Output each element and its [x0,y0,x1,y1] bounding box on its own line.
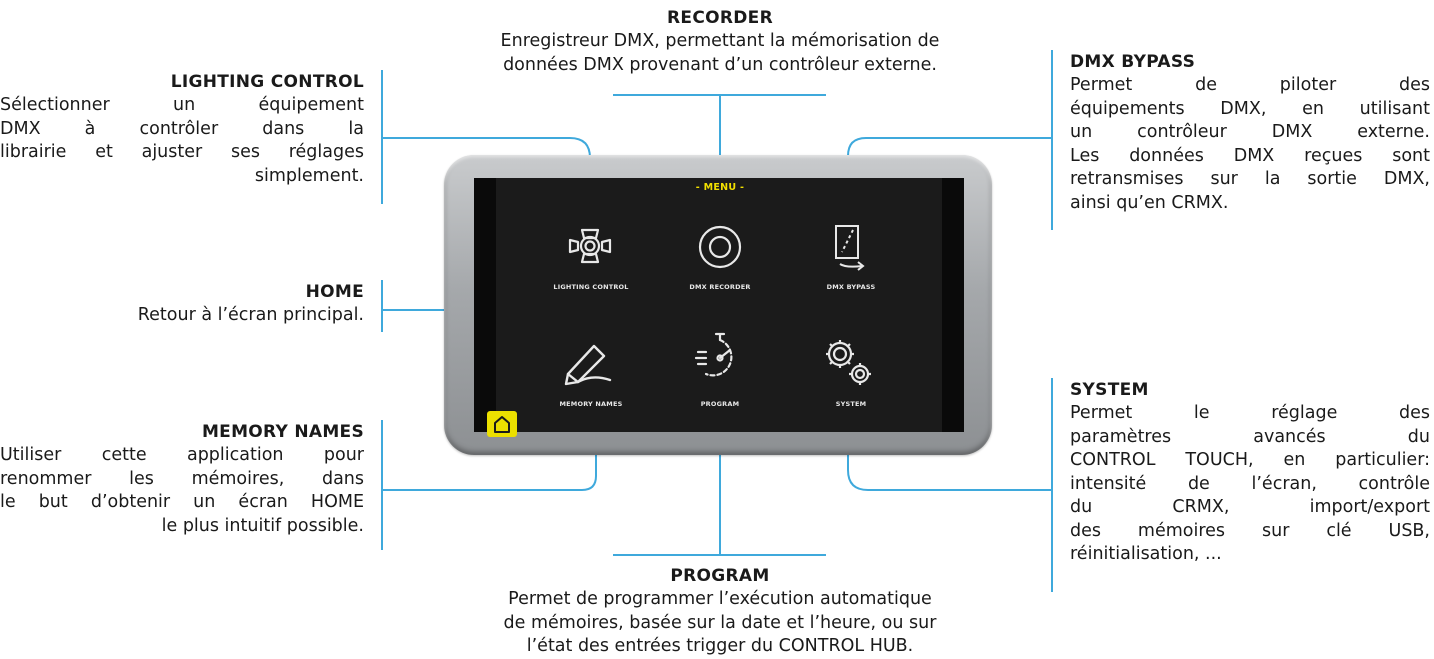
record-icon[interactable] [694,222,746,272]
bar-home [381,280,383,332]
callout-text: ainsi qu’en CRMX. [1070,192,1229,213]
callout-title: LIGHTING CONTROL [170,72,364,92]
callout-text: l’état des entrées trigger du CONTROL HU… [526,636,914,656]
home-button[interactable] [487,411,517,437]
app-label-lighting-control: LIGHTING CONTROL [553,283,629,291]
spotlight-icon[interactable] [560,222,620,270]
callout-program: PROGRAM Permet de programmer l’exécution… [420,566,1020,659]
callout-memory-names: MEMORY NAMES Utiliser cette application … [0,422,364,538]
home-icon [494,416,510,433]
callout-text: paramètres avancés du [1070,426,1430,447]
callout-text: un contrôleur DMX externe. [1070,122,1430,142]
callout-text: le but d’obtenir un écran HOME [0,492,364,512]
callout-text: retransmises sur la sortie DMX, [1070,169,1430,189]
callout-text: Permet de programmer l’exécution automat… [508,589,932,609]
callout-text: Retour à l’écran principal. [137,305,364,325]
bar-memory-names [381,420,383,550]
bar-lighting-control [381,70,383,204]
callout-recorder: RECORDER Enregistreur DMX, permettant la… [430,8,1010,77]
callout-system: SYSTEM Permet le réglage des paramètres … [1070,380,1430,567]
callout-text: renommer les mémoires, dans [0,468,364,489]
callout-title: DMX BYPASS [1070,52,1196,72]
app-label-dmx-bypass: DMX BYPASS [826,283,876,291]
callout-text: librairie et ajuster ses réglages [0,142,364,162]
callout-title: PROGRAM [670,566,770,586]
callout-text: du CRMX, import/export [1070,497,1430,517]
callout-lighting-control: LIGHTING CONTROL Sélectionner un équipem… [0,72,364,188]
callout-text: Les données DMX reçues sont [1070,145,1430,166]
callout-text: de mémoires, basée sur la date et l’heur… [503,612,937,633]
callout-text: le plus intuitif possible. [161,515,364,536]
app-label-program: PROGRAM [700,400,740,408]
app-label-memory-names: MEMORY NAMES [559,400,623,408]
callout-text: réinitialisation, ... [1070,544,1222,564]
callout-text: intensité de l’écran, contrôle [1070,473,1430,494]
pen-icon[interactable] [558,334,620,388]
callout-text: simplement. [254,165,364,186]
stopwatch-icon[interactable] [692,330,748,386]
callout-text: CONTROL TOUCH, en particulier: [1070,450,1430,470]
bar-dmx-bypass [1051,50,1053,230]
callout-text: DMX à contrôler dans la [0,118,364,139]
app-label-dmx-recorder: DMX RECORDER [689,283,751,291]
bar-system [1051,378,1053,592]
callout-title: RECORDER [667,8,773,28]
menu-screen [496,178,942,432]
connector-memory-names [382,400,597,491]
app-label-system: SYSTEM [835,400,867,408]
callout-text: Utiliser cette application pour [0,445,364,465]
callout-title: SYSTEM [1070,380,1149,400]
connector-system [847,398,1052,491]
callout-text: des mémoires sur clé USB, [1070,520,1430,541]
callout-text: Permet de piloter des [1070,75,1430,95]
callout-text: Sélectionner un équipement [0,95,364,115]
callout-text: Enregistreur DMX, permettant la mémorisa… [500,31,940,51]
callout-home: HOME Retour à l’écran principal. [0,282,364,328]
callout-title: HOME [305,282,364,302]
menu-title: - MENU - [695,182,745,193]
callout-dmx-bypass: DMX BYPASS Permet de piloter des équipem… [1070,52,1430,215]
callout-text: équipements DMX, en utilisant [1070,98,1430,119]
bypass-icon[interactable] [824,220,876,276]
callout-text: Permet le réglage des [1070,403,1430,423]
gears-icon[interactable] [818,334,878,390]
callout-title: MEMORY NAMES [201,422,364,442]
callout-text: données DMX provenant d’un contrôleur ex… [503,54,937,75]
